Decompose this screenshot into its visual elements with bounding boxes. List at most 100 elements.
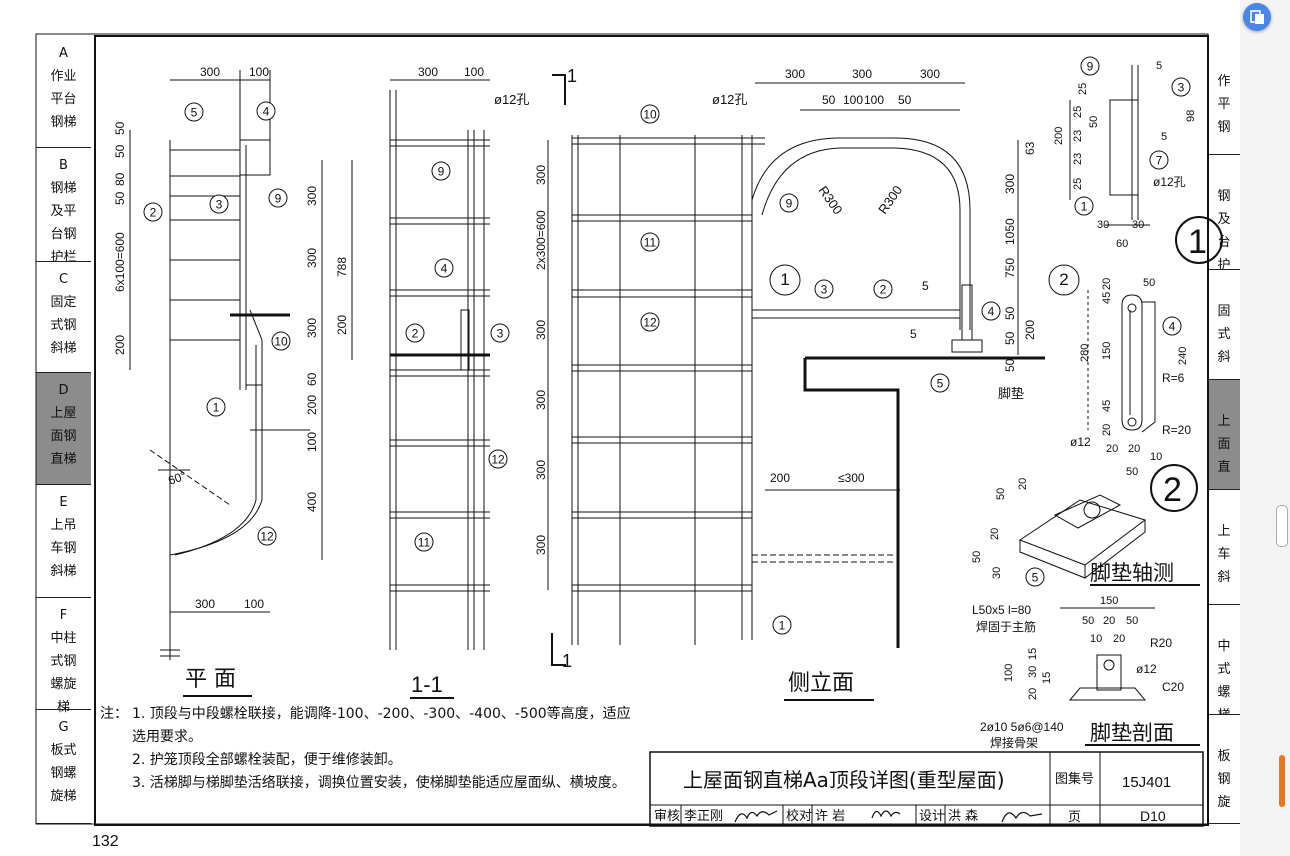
svg-text:4: 4 (1169, 320, 1176, 334)
chapter-tab-right[interactable]: 中 式 螺 梯 (1208, 605, 1240, 715)
rebar-note-2: 焊接骨架 (990, 735, 1038, 750)
svg-text:12: 12 (643, 316, 657, 330)
callout-2: 2 (143, 202, 163, 222)
angle-label: 60° (166, 468, 188, 487)
dimension-detail1: 5 (1161, 131, 1167, 143)
dimension-detail1: 60 (1116, 238, 1128, 250)
svg-text:7: 7 (1156, 154, 1163, 168)
dimension-pad_iso: 20 (1017, 478, 1029, 490)
dimension-elevation: 200 (1023, 320, 1037, 340)
dimension-detail1: 23 (1072, 153, 1084, 165)
dimension-detail2: 240 (1177, 347, 1189, 365)
elevation-title: 侧立面 (788, 671, 854, 696)
dimension-elevation: 100 (864, 93, 884, 107)
svg-text:9: 9 (786, 197, 793, 211)
pad-section (1060, 607, 1200, 746)
callout-11: 11 (640, 232, 660, 252)
svg-text:5: 5 (1032, 571, 1039, 585)
viewer-sidebar (1240, 0, 1290, 856)
callout-9: 9 (779, 193, 799, 213)
dimension-pad_section: 20 (1113, 633, 1125, 645)
chapter-tab[interactable]: A 作业 平台 钢梯 (36, 36, 91, 148)
callout-9: 9 (431, 161, 451, 181)
hole-label-section: ø12孔 (494, 92, 529, 107)
chapter-tab[interactable]: G 板式 钢螺 旋梯 (36, 710, 91, 824)
rebar-note-1: 2ø10 5ø6@140 (980, 720, 1064, 734)
dimension-detail2: 20 (1101, 424, 1113, 436)
scrollbar-thumb[interactable] (1276, 505, 1288, 547)
detail-2 (1087, 290, 1198, 512)
chapter-tab-right[interactable]: 作 平 钢 (1208, 40, 1240, 155)
dimension-elevation: 300 (534, 460, 548, 480)
section-view (351, 79, 490, 650)
chapter-tab[interactable]: D 上屋 面钢 直梯 (36, 373, 91, 485)
dimension-detail1: 200 (1053, 127, 1065, 145)
hole-label-elevation: ø12孔 (712, 92, 747, 107)
dimension-detail2: 20 (1128, 443, 1140, 455)
chapter-tab[interactable]: C 固定 式钢 斜梯 (36, 262, 91, 373)
pad-iso-title: 脚垫轴测 (1090, 561, 1174, 585)
chapter-tab[interactable]: E 上吊 车钢 斜梯 (36, 485, 91, 598)
radius-b: R300 (875, 183, 905, 217)
pad-label: 脚垫 (998, 386, 1024, 402)
note-item: 3. 活梯脚与梯脚垫活络联接，调换位置安装，使梯脚垫能适应屋面纵、横坡度。 (132, 775, 626, 791)
callout-1: 1 (1074, 196, 1094, 216)
svg-text:3: 3 (1178, 81, 1185, 95)
svg-text:4: 4 (441, 262, 448, 276)
callout-10: 10 (640, 104, 660, 124)
section-mark-bottom: 1 (562, 651, 572, 671)
dimension-plan: 100 (249, 65, 269, 79)
dimension-detail2: 45 (1101, 292, 1113, 304)
dimension-plan: 300 (195, 597, 215, 611)
dimension-detail1: 5 (1156, 60, 1162, 72)
dimension-detail1: 50 (1088, 116, 1100, 128)
translate-icon[interactable] (1243, 3, 1271, 31)
review-signature (734, 810, 778, 823)
r20-label: R20 (1150, 636, 1172, 650)
callout-12: 12 (640, 312, 660, 332)
svg-text:9: 9 (1087, 60, 1094, 74)
chapter-tab[interactable]: F 中柱 式钢 螺旋 梯 (36, 598, 91, 715)
dimension-plan: 50 (113, 191, 127, 205)
dimension-plan: 300 (305, 248, 319, 268)
note-item: 2. 护笼顶段全部螺栓装配，便于维修装卸。 (132, 752, 402, 768)
dimension-pad_section: 10 (1090, 633, 1102, 645)
chapter-tab-right[interactable]: 板 钢 旋 (1208, 715, 1240, 824)
dimension-plan: 50 (113, 121, 127, 135)
atlas-label: 图集号 (1055, 771, 1094, 787)
check-name: 许 岩 (815, 809, 845, 824)
dimension-pad_iso: 50 (971, 551, 983, 563)
d12-label-pad: ø12 (1136, 662, 1157, 676)
dimension-plan: 300 (305, 186, 319, 206)
plan-view (129, 70, 323, 660)
chapter-tab[interactable]: B 钢梯 及平 台钢 护栏 (36, 148, 91, 265)
callout-9: 9 (268, 188, 288, 208)
dimension-pad_iso: 50 (995, 488, 1007, 500)
dimension-elevation: 300 (534, 535, 548, 555)
callout-4: 4 (981, 301, 1001, 321)
dimension-pad_section: 30 (1027, 666, 1039, 678)
dimension-detail2: 10 (1150, 451, 1162, 463)
check-label: 校对 (786, 808, 812, 824)
svg-text:11: 11 (644, 236, 657, 250)
callout-10: 10 (271, 331, 291, 351)
chapter-tab-right[interactable]: 上 车 斜 (1208, 490, 1240, 605)
dimension-elevation: 2x300=600 (534, 210, 548, 270)
chapter-tab-right[interactable]: 上 面 直 (1208, 380, 1240, 490)
dimension-detail2: 20 (1101, 278, 1113, 290)
dimension-elevation: 5 (922, 279, 929, 293)
callout-2: 2 (873, 279, 893, 299)
dimension-plan: 6x100=600 (113, 232, 127, 292)
chapter-tab-right[interactable]: 固 式 斜 (1208, 270, 1240, 380)
review-name: 李正刚 (684, 809, 723, 824)
dimension-elevation: 5 (910, 327, 917, 341)
dimension-plan: 60 (305, 372, 319, 386)
svg-text:2: 2 (412, 327, 419, 341)
scroll-progress[interactable] (1279, 755, 1285, 807)
callout-5: 5 (184, 102, 204, 122)
dimension-elevation: 50 (1003, 331, 1017, 345)
notes-list: 1. 顶段与中段螺栓联接，能调降-100、-200、-300、-400、-500… (132, 703, 637, 795)
svg-text:9: 9 (438, 165, 445, 179)
svg-text:3: 3 (821, 283, 828, 297)
